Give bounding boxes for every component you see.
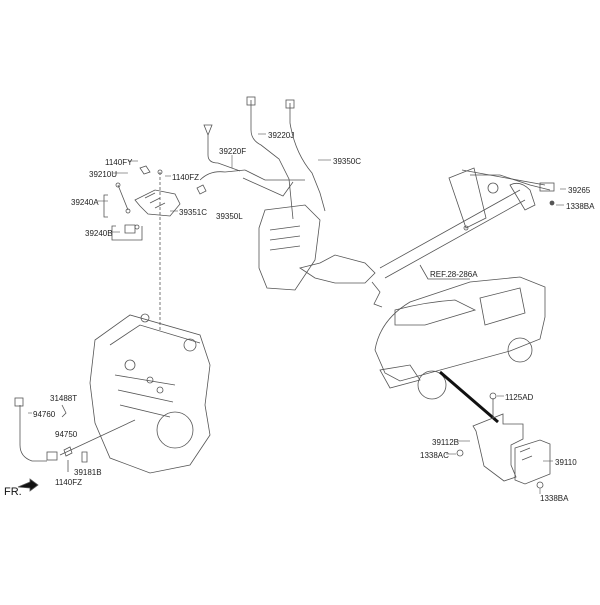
part-label: 39112B bbox=[432, 438, 459, 447]
part-label: 1140FY bbox=[105, 158, 133, 167]
part-label: 1140FZ bbox=[172, 173, 199, 182]
catalytic-converter-icon bbox=[258, 204, 383, 308]
part-label: 31488T bbox=[50, 394, 78, 403]
part-label: 94760 bbox=[33, 410, 56, 419]
part-label: 39210U bbox=[89, 170, 118, 179]
reference-label: REF.28-286A bbox=[430, 270, 478, 279]
crank-sensor-icon bbox=[14, 397, 136, 472]
ecu-module-icon bbox=[514, 439, 551, 489]
part-label: 39240B bbox=[85, 229, 113, 238]
part-label: 1338AC bbox=[420, 451, 449, 460]
part-label: 39350L bbox=[216, 212, 243, 221]
exhaust-pipe-icon bbox=[379, 167, 555, 279]
part-label: 94750 bbox=[55, 430, 78, 439]
leader-lines bbox=[28, 133, 566, 494]
part-label: 39350C bbox=[333, 157, 362, 166]
reference-leader bbox=[419, 264, 470, 280]
egr-sensor-bracket-icon bbox=[103, 165, 181, 330]
engine-block-icon bbox=[89, 313, 211, 474]
part-label: 39351C bbox=[179, 208, 208, 217]
ecu-bracket-icon bbox=[456, 392, 524, 482]
oxygen-sensor-icons bbox=[196, 96, 326, 220]
part-label: 1338BA bbox=[566, 202, 595, 211]
front-direction-label: FR. bbox=[4, 486, 22, 498]
part-label: 1125AD bbox=[505, 393, 534, 402]
part-label: 39220J bbox=[268, 131, 295, 140]
part-label: 39240A bbox=[71, 198, 99, 207]
front-direction-arrow-icon bbox=[17, 478, 39, 492]
part-label: 1338BA bbox=[540, 494, 569, 503]
part-label: 39265 bbox=[568, 186, 591, 195]
part-label: 39220F bbox=[219, 147, 247, 156]
vehicle-suv-icon bbox=[374, 276, 546, 400]
part-label: 1140FZ bbox=[55, 478, 82, 487]
location-arrow bbox=[439, 370, 499, 424]
part-label: 39181B bbox=[74, 468, 102, 477]
part-label: 39110 bbox=[555, 458, 577, 467]
